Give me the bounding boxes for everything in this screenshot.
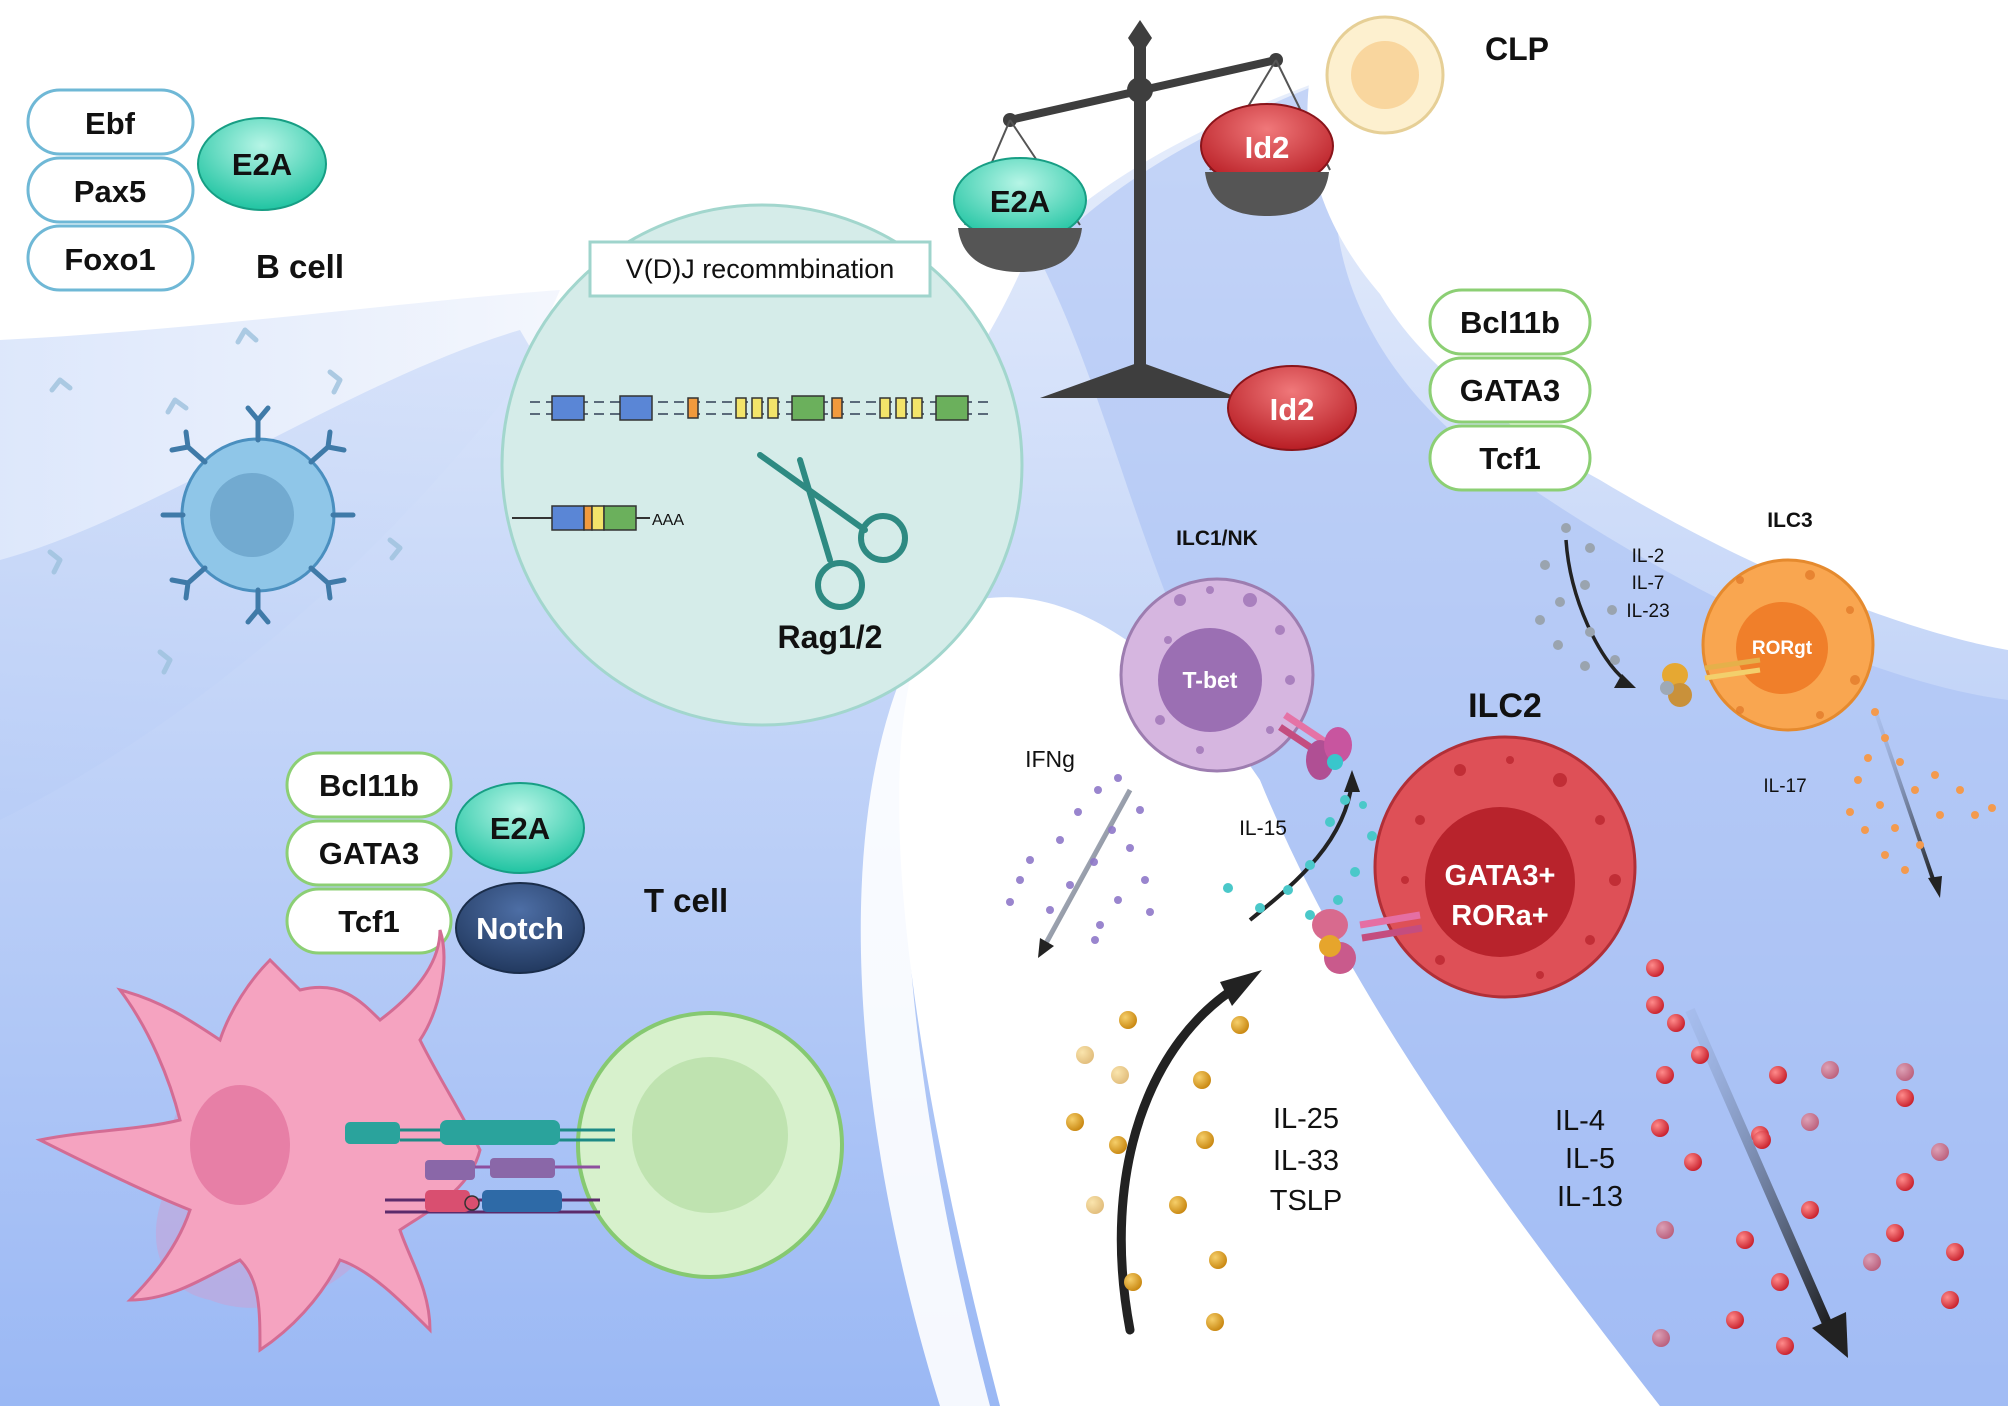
ilc-factor-bcl11b: Bcl11b [1460,305,1560,340]
b-e2a-label: E2A [232,147,292,182]
ilc3-receptor [1660,657,1761,707]
t-factor-gata3: GATA3 [319,836,419,871]
factor-pax5 [26,156,195,224]
transcript-tail: AAA [652,512,684,529]
ilc2-output-il4: IL-4 [1555,1105,1605,1137]
base-id2-bubble [1227,365,1357,451]
ilc3-label: ILC3 [1767,509,1813,532]
ilc3-nucleus-label: RORgt [1752,638,1813,659]
factor-foxo1 [26,224,195,292]
ilc2-output-il13: IL-13 [1557,1181,1623,1213]
ilc-factor-tcf1: Tcf1 [1479,441,1540,476]
b-cell-factors: Ebf Pax5 Foxo1 E2A B cell [26,88,344,292]
t-e2a-label: E2A [490,811,550,846]
vdj-title-box [588,240,932,298]
t-factor-tcf1: Tcf1 [338,904,399,939]
ilc3-input-dots [1535,523,1620,671]
ilc2-cell: ILC2 GATA3+ RORa+ IL-25 IL-33 TSLP [1066,687,1964,1358]
t-cell-factors: Bcl11b GATA3 Tcf1 E2A Notch T cell [285,751,728,974]
ilc3-cell: ILC3 RORgt IL-2 IL-7 IL-23 IL-17 [1535,509,1996,898]
b-cell-label: B cell [256,248,344,285]
base-id2-label: Id2 [1270,392,1315,427]
ilc2-input-il33: IL-33 [1273,1145,1339,1177]
ilc-factors: Bcl11b GATA3 Tcf1 [1428,288,1592,492]
il15-dots [1223,795,1377,920]
ilc-factor-gata3: GATA3 [1460,373,1560,408]
ilc1-cell: ILC1/NK T-bet IFNg IL-15 [1006,527,1377,958]
balance-id2-label: Id2 [1245,130,1290,165]
t-cell-illustration [35,929,844,1353]
clp-cell: CLP [1325,15,1549,135]
ilc1-input-label: IL-15 [1239,817,1287,840]
factor-ebf-label: Ebf [85,106,136,141]
t-factor-bcl11b: Bcl11b [319,768,419,803]
factor-ebf [26,88,195,156]
ilc2-input-tslp: TSLP [1270,1185,1343,1217]
ilc1-nucleus-label: T-bet [1183,667,1238,693]
t-e2a-bubble [455,782,585,874]
synapse-receptors [345,1120,615,1214]
il17-dots [1846,708,1996,874]
balance-scale: E2A Id2 Id2 [953,20,1357,451]
factor-pax5-label: Pax5 [74,174,146,209]
ilc2-inputs: IL-25 IL-33 TSLP [1066,970,1343,1335]
notch-bubble [455,882,585,974]
ilc2-receptor [1312,909,1423,974]
ilc3-input-il7: IL-7 [1632,573,1665,594]
vdj-title: V(D)J recommbination [626,254,895,284]
factor-foxo1-label: Foxo1 [64,242,155,277]
ilc3-output-label: IL-17 [1763,776,1806,797]
ilc1-output-label: IFNg [1025,746,1075,772]
notch-label: Notch [476,911,564,946]
ilc2-label: ILC2 [1468,687,1542,725]
t-cell-label: T cell [644,882,728,919]
clp-label: CLP [1485,31,1549,67]
ilc2-nucleus-line1: GATA3+ [1445,860,1556,892]
gene-segments [530,395,990,421]
rag-label: Rag1/2 [778,619,883,655]
b-cell-illustration [47,327,403,675]
ilc1-label: ILC1/NK [1176,527,1258,550]
scissors-icon [757,452,908,610]
vdj-panel: V(D)J recommbination AAA [500,203,1024,727]
b-e2a-bubble [197,117,327,211]
ilc2-outputs: IL-4 IL-5 IL-13 [1555,959,1964,1358]
ilc3-input-il23: IL-23 [1626,601,1669,622]
ifng-arrow [1006,774,1154,958]
mrna-transcript: AAA [512,505,684,531]
ilc2-nucleus-line2: RORa+ [1451,900,1549,932]
ilc3-input-il2: IL-2 [1632,546,1665,567]
ilc2-input-il25: IL-25 [1273,1103,1339,1135]
balance-e2a-label: E2A [990,184,1050,219]
ilc1-receptor [1278,712,1352,780]
ilc2-output-il5: IL-5 [1565,1143,1615,1175]
